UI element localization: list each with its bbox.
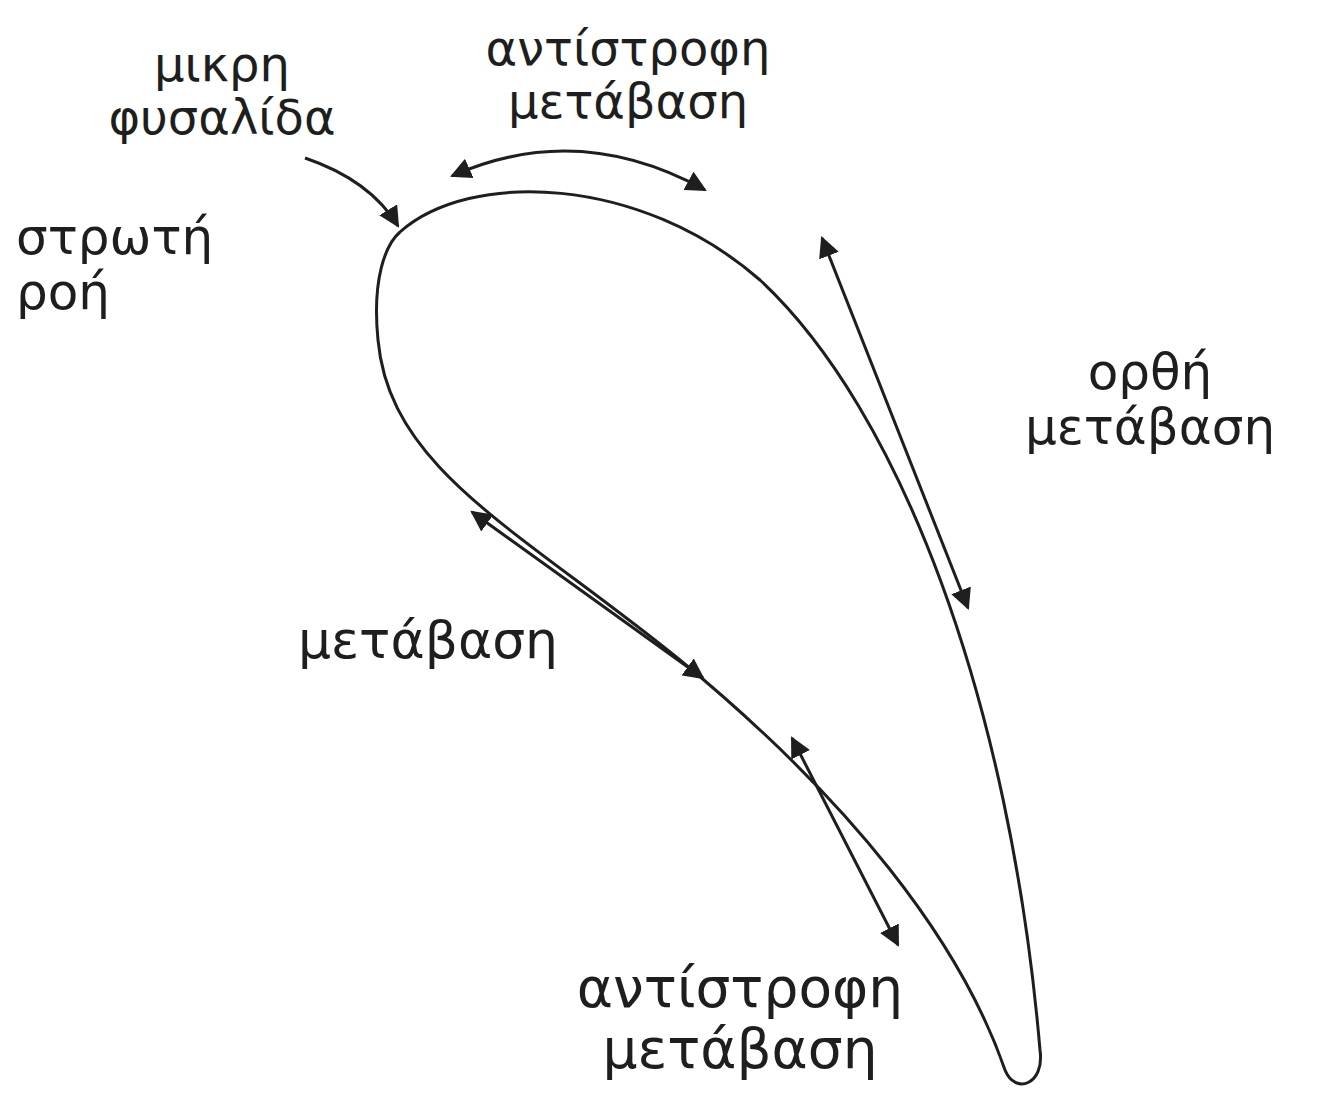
annotation-label: μικρη φυσαλίδα xyxy=(104,38,339,144)
annotation-label: στρωτή ροή xyxy=(12,210,217,320)
annotation-label: μετάβαση xyxy=(294,612,562,669)
annotation-label: αντίστροφη μετάβαση xyxy=(482,22,775,128)
annotation-label: ορθή μετάβαση xyxy=(1021,345,1279,455)
double-arrow xyxy=(792,738,898,945)
double-arrow xyxy=(452,151,705,190)
double-arrow xyxy=(822,238,968,608)
annotation-label: αντίστροφη μετάβαση xyxy=(573,958,907,1079)
leader-arrow xyxy=(305,158,398,226)
